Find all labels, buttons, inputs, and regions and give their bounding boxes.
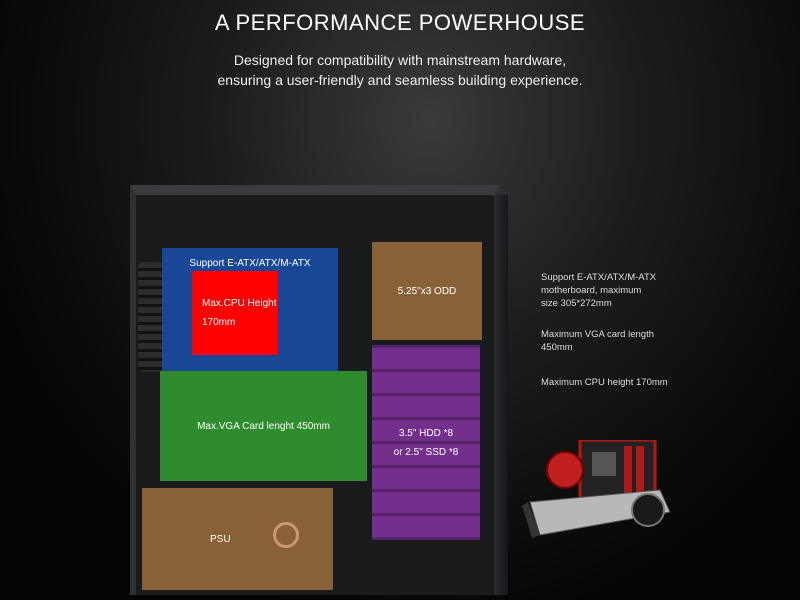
hdd-zone: 3.5" HDD *8 or 2.5" SSD *8	[372, 345, 480, 540]
spec-cpu: Maximum CPU height 170mm	[541, 376, 668, 389]
psu-label: PSU	[210, 533, 231, 545]
spec-text: Support E-ATX/ATX/M-ATX	[541, 272, 657, 283]
rear-fan	[138, 262, 164, 372]
cpu-zone: Max.CPU Height 170mm	[192, 271, 278, 355]
cpu-label-2: 170mm	[202, 317, 236, 328]
subtitle-line-1: Designed for compatibility with mainstre…	[233, 52, 567, 68]
vga-zone: Max.VGA Card lenght 450mm	[160, 371, 367, 481]
odd-label: 5.25"x3 ODD	[397, 285, 457, 297]
hardware-image	[522, 440, 671, 538]
gpu-fan	[631, 493, 665, 527]
spec-vga: Maximum VGA card length 450mm	[541, 328, 654, 354]
spec-text: motherboard, maximum	[541, 285, 642, 296]
cpu-socket	[592, 452, 616, 476]
spec-motherboard: Support E-ATX/ATX/M-ATX motherboard, max…	[541, 271, 656, 310]
case-front-panel	[494, 195, 508, 595]
page-title: A PERFORMANCE POWERHOUSE	[214, 10, 586, 35]
spec-text: Maximum VGA card length	[541, 329, 654, 340]
spec-text: 450mm	[541, 342, 573, 353]
motherboard-label: Support E-ATX/ATX/M-ATX	[189, 258, 311, 269]
hdd-label-1: 3.5" HDD *8	[398, 427, 454, 439]
subtitle-line-2: ensuring a user-friendly and seamless bu…	[217, 72, 583, 88]
vga-label: Max.VGA Card lenght 450mm	[197, 420, 330, 432]
cpu-label-1: Max.CPU Height	[202, 298, 277, 309]
psu-zone: PSU	[142, 488, 333, 590]
odd-zone: 5.25"x3 ODD	[372, 242, 482, 340]
cpu-cooler-fan	[546, 451, 584, 489]
hdd-label-2: or 2.5" SSD *8	[393, 446, 459, 458]
spec-text: Maximum CPU height 170mm	[541, 377, 668, 388]
brand-logo-icon	[273, 522, 299, 548]
spec-text: size 305*272mm	[541, 298, 612, 309]
